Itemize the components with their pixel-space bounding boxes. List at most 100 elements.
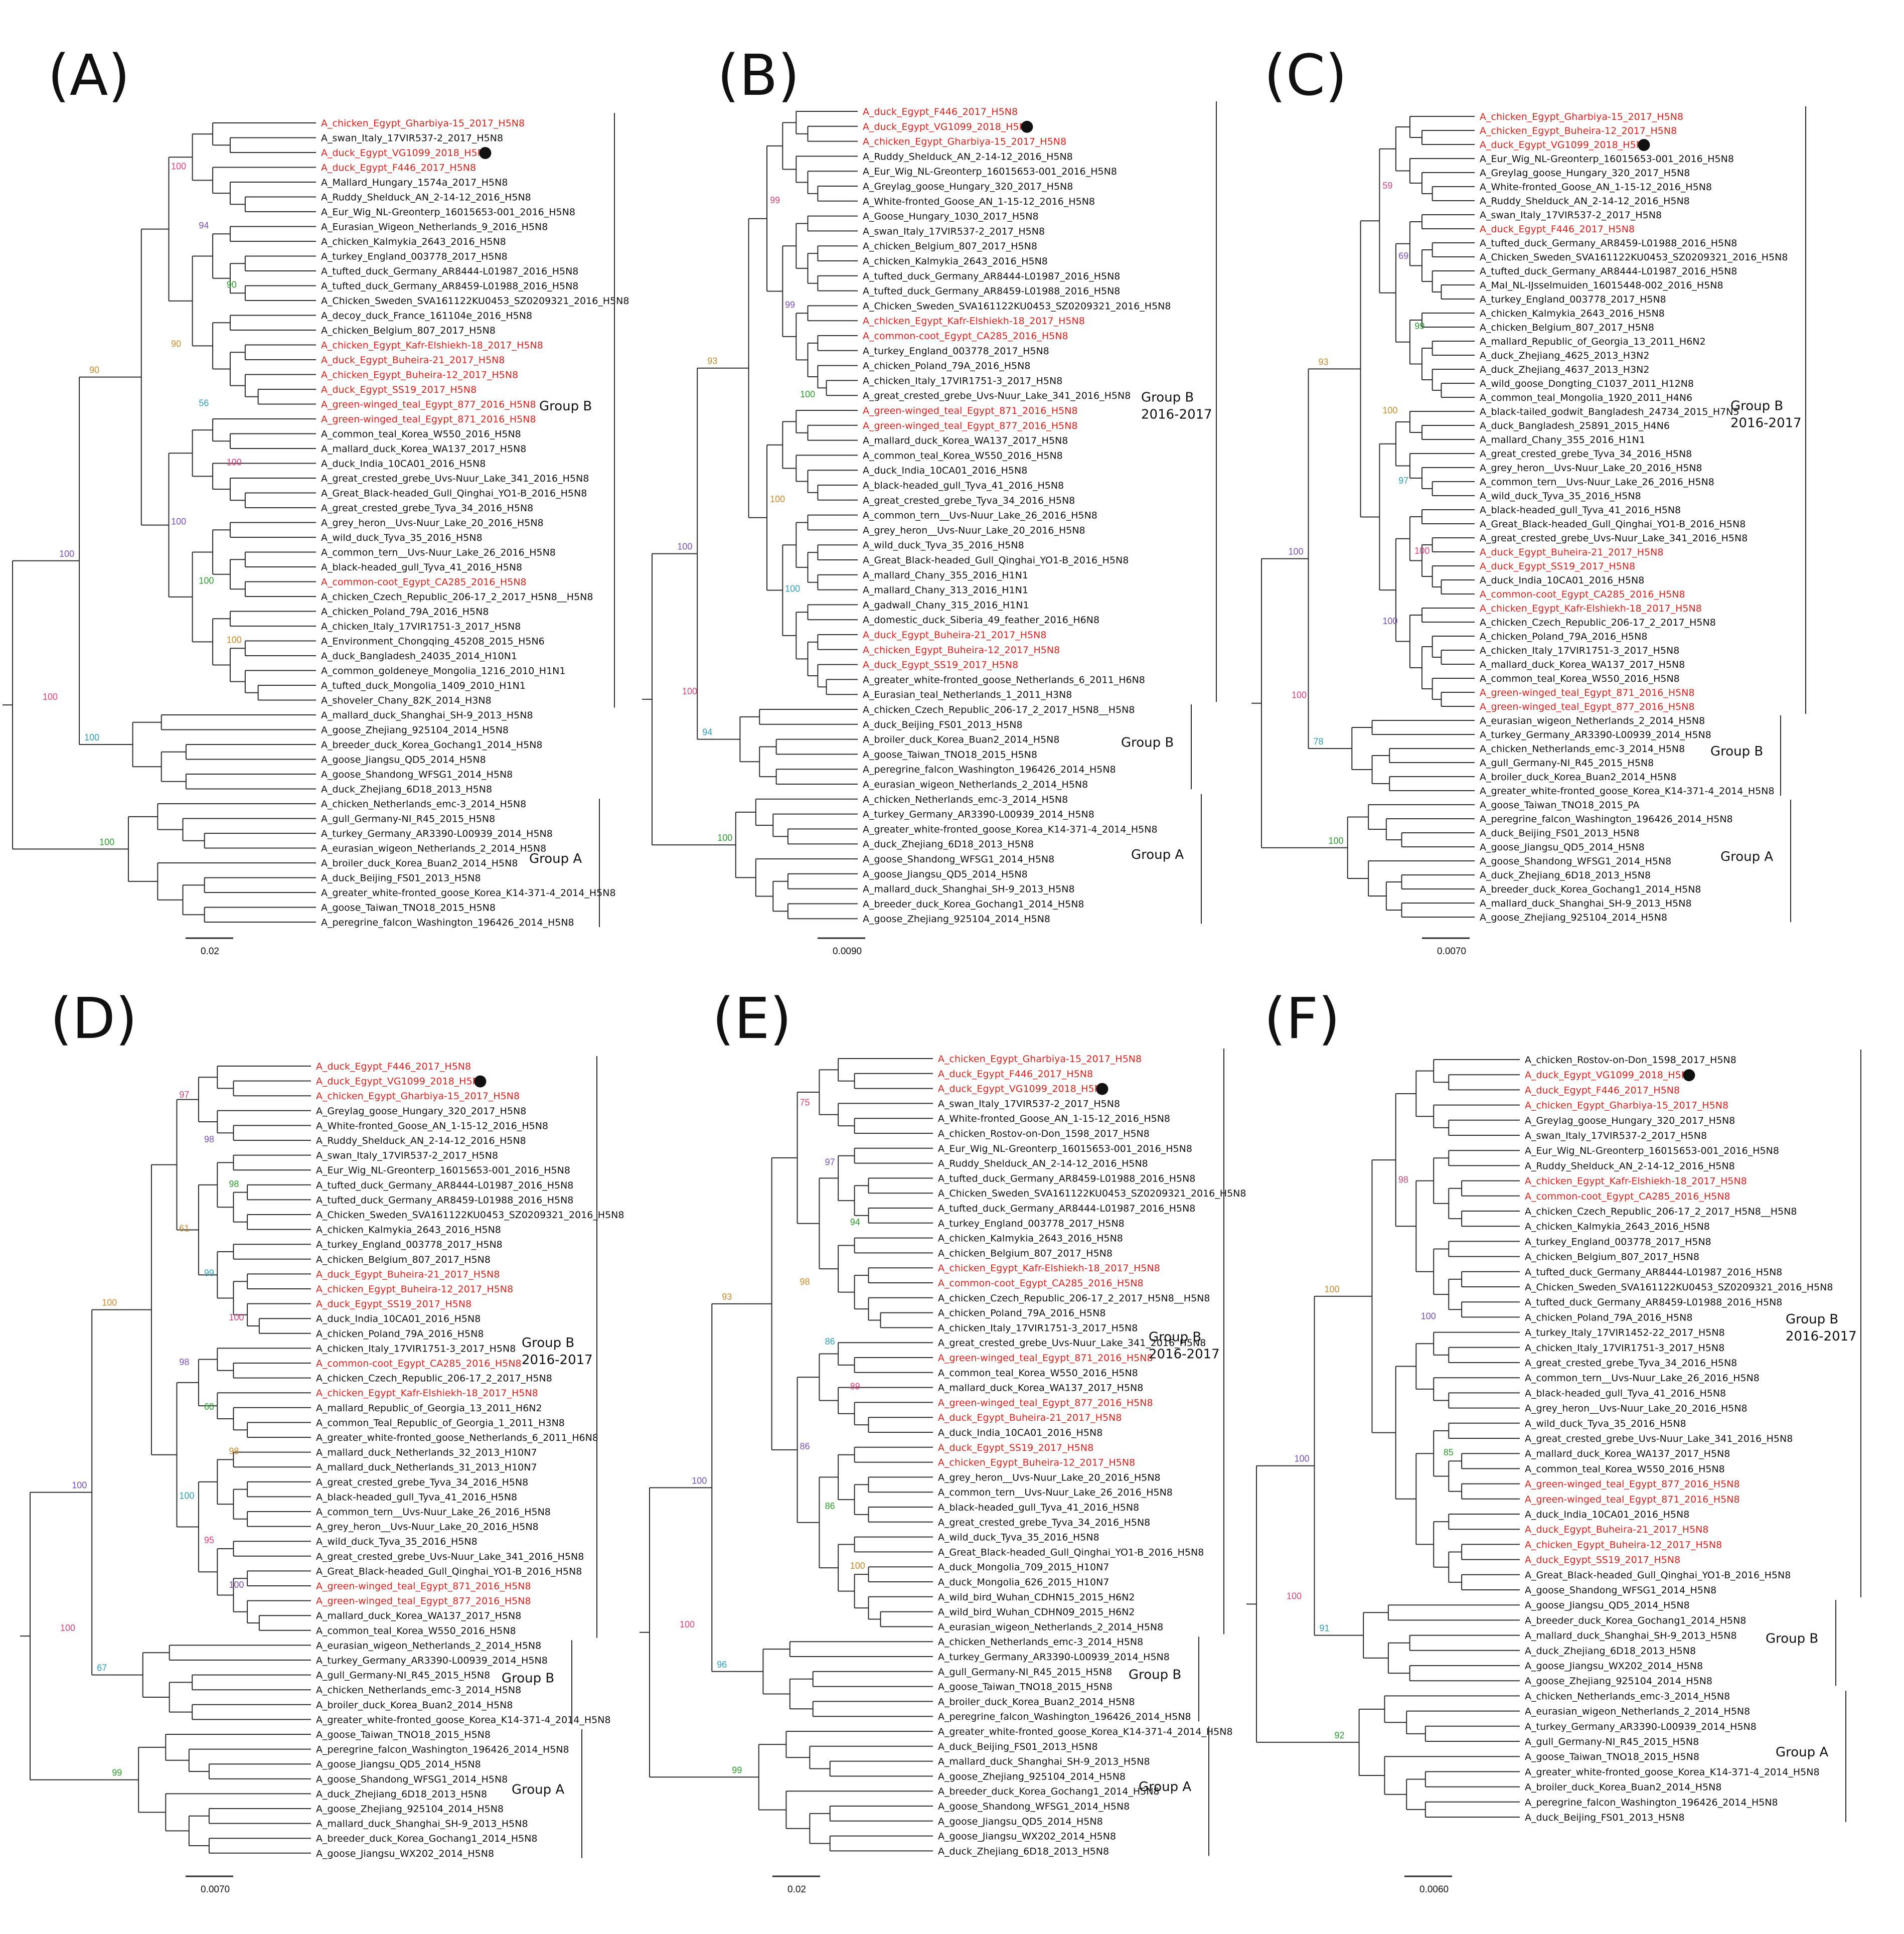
taxon-label: A_common_teal_Korea_W550_2016_H5N8 bbox=[1525, 1463, 1725, 1474]
taxon-label: A_breeder_duck_Korea_Gochang1_2014_H5N8 bbox=[1480, 884, 1701, 895]
taxon-label: A_Mal_NL-IJsselmuiden_16015448-002_2016_… bbox=[1480, 280, 1723, 291]
group-b-label: Group B bbox=[1710, 744, 1763, 759]
taxon-label: A_chicken_Egypt_Buheira-12_2017_H5N8 bbox=[1480, 125, 1677, 136]
taxon-label: A_duck_Bangladesh_25891_2015_H4N6 bbox=[1480, 420, 1670, 431]
taxon-label: A_mallard_duck_Shanghai_SH-9_2013_H5N8 bbox=[863, 884, 1075, 895]
taxon-label: A_duck_India_10CA01_2016_H5N8 bbox=[316, 1313, 481, 1324]
taxon-label: A_Eur_Wig_NL-Greonterp_16015653-001_2016… bbox=[938, 1143, 1192, 1154]
bootstrap-value: 99 bbox=[785, 300, 795, 310]
bootstrap-value: 92 bbox=[1335, 1730, 1345, 1740]
taxon-label: A_eurasian_wigeon_Netherlands_2_2014_H5N… bbox=[1525, 1706, 1750, 1717]
bootstrap-value: 89 bbox=[850, 1382, 860, 1392]
taxon-label: A_eurasian_wigeon_Netherlands_2_2014_H5N… bbox=[1480, 715, 1705, 726]
taxon-label: A_duck_Egypt_SS19_2017_H5N8 bbox=[863, 660, 1018, 671]
bootstrap-value: 99 bbox=[204, 1268, 214, 1278]
taxon-label: A_mallard_Chany_313_2016_H1N1 bbox=[863, 585, 1028, 596]
taxon-label: A_mallard_duck_Korea_WA137_2017_H5N8 bbox=[938, 1383, 1143, 1394]
taxon-label: A_broiler_duck_Korea_Buan2_2014_H5N8 bbox=[938, 1696, 1135, 1707]
taxon-label: A_tufted_duck_Germany_AR8444-L01987_2016… bbox=[1525, 1267, 1782, 1278]
taxon-label: A_great_crested_grebe_Uvs-Nuur_Lake_341_… bbox=[1525, 1433, 1793, 1444]
taxon-label: A_Ruddy_Shelduck_AN_2-14-12_2016_H5N8 bbox=[938, 1158, 1148, 1169]
taxon-label: A_peregrine_falcon_Washington_196426_201… bbox=[1525, 1797, 1778, 1808]
taxon-label: A_greater_white-fronted_goose_Netherland… bbox=[863, 674, 1145, 685]
taxon-label: A_chicken_Rostov-on-Don_1598_2017_H5N8 bbox=[938, 1128, 1150, 1139]
taxon-label: A_duck_Egypt_F446_2017_H5N8 bbox=[316, 1061, 471, 1072]
group-a-label: Group A bbox=[529, 851, 582, 866]
taxon-label: A_grey_heron__Uvs-Nuur_Lake_20_2016_H5N8 bbox=[863, 525, 1085, 536]
bootstrap-value: 100 bbox=[1325, 1284, 1340, 1294]
bootstrap-value: 86 bbox=[800, 1441, 810, 1451]
taxon-label: A_mallard_duck_Shanghai_SH-9_2013_H5N8 bbox=[321, 710, 533, 721]
taxon-label: A_common_teal_Korea_W550_2016_H5N8 bbox=[938, 1368, 1138, 1379]
bootstrap-value: 60 bbox=[204, 1402, 214, 1412]
taxon-label: A_great_crested_grebe_Tyva_34_2016_H5N8 bbox=[1525, 1358, 1737, 1369]
marker-dot-icon bbox=[479, 147, 492, 159]
bootstrap-value: 100 bbox=[1292, 690, 1307, 700]
taxon-label: A_green-winged_teal_Egypt_877_2016_H5N8 bbox=[1525, 1479, 1740, 1490]
taxon-label: A_gull_Germany-NI_R45_2015_H5N8 bbox=[1525, 1736, 1699, 1747]
taxon-label: A_Ruddy_Shelduck_AN_2-14-12_2016_H5N8 bbox=[321, 192, 531, 203]
group-a-label: Group A bbox=[1720, 849, 1773, 864]
taxon-label: A_chicken_Egypt_Kafr-Elshiekh-18_2017_H5… bbox=[1480, 603, 1702, 614]
taxon-label: A_green-winged_teal_Egypt_871_2016_H5N8 bbox=[1525, 1494, 1740, 1505]
taxon-label: A_chicken_Italy_17VIR1751-3_2017_H5N8 bbox=[863, 375, 1062, 386]
group-b-years-label: 2016-2017 bbox=[522, 1353, 593, 1368]
taxon-label: A_chicken_Egypt_Buheira-12_2017_H5N8 bbox=[321, 370, 518, 381]
taxon-label: A_broiler_duck_Korea_Buan2_2014_H5N8 bbox=[316, 1700, 513, 1711]
taxon-label: A_goose_Shandong_WFSG1_2014_H5N8 bbox=[316, 1774, 508, 1785]
taxon-label: A_goose_Jiangsu_QD5_2014_H5N8 bbox=[321, 755, 486, 766]
taxon-label: A_breeder_duck_Korea_Gochang1_2014_H5N8 bbox=[863, 899, 1084, 910]
taxon-label: A_gadwall_Chany_315_2016_H1N1 bbox=[863, 600, 1029, 611]
taxon-label: A_wild_bird_Wuhan_CDHN09_2015_H6N2 bbox=[938, 1607, 1135, 1618]
taxon-label: A_Great_Black-headed_Gull_Qinghai_YO1-B_… bbox=[938, 1547, 1204, 1558]
taxon-label: A_duck_Zhejiang_4637_2013_H3N2 bbox=[1480, 364, 1649, 375]
taxon-label: A_turkey_Germany_AR3390-L00939_2014_H5N8 bbox=[321, 828, 553, 839]
bootstrap-value: 56 bbox=[199, 398, 209, 408]
taxon-label: A_mallard_duck_Korea_WA137_2017_H5N8 bbox=[1525, 1448, 1730, 1459]
taxon-label: A_Chicken_Sweden_SVA161122KU0453_SZ02093… bbox=[938, 1188, 1246, 1199]
bootstrap-value: 98 bbox=[179, 1357, 189, 1367]
taxon-label: A_swan_Italy_17VIR537-2_2017_H5N8 bbox=[1480, 210, 1662, 221]
taxon-label: A_Great_Black-headed_Gull_Qinghai_YO1-B_… bbox=[863, 555, 1129, 566]
taxon-label: A_duck_Egypt_VG1099_2018_H5N2 bbox=[1480, 139, 1649, 151]
taxon-label: A_breeder_duck_Korea_Gochang1_2014_H5N8 bbox=[316, 1833, 538, 1844]
taxon-label: A_Chicken_Sweden_SVA161122KU0453_SZ02093… bbox=[863, 301, 1171, 312]
taxon-label: A_duck_Zhejiang_6D18_2013_H5N8 bbox=[1525, 1646, 1696, 1657]
taxon-label: A_wild_duck_Tyva_35_2016_H5N8 bbox=[938, 1532, 1099, 1543]
taxon-label: A_wild_duck_Tyva_35_2016_H5N8 bbox=[316, 1536, 478, 1547]
bootstrap-value: 100 bbox=[785, 584, 800, 594]
taxon-label: A_turkey_England_003778_2017_H5N8 bbox=[321, 251, 508, 262]
taxon-label: A_chicken_Italy_17VIR1751-3_2017_H5N8 bbox=[1480, 645, 1679, 656]
taxon-label: A_duck_Egypt_Buheira-21_2017_H5N8 bbox=[316, 1269, 500, 1280]
bootstrap-value: 94 bbox=[850, 1217, 860, 1227]
taxon-label: A_Eur_Wig_NL-Greonterp_16015653-001_2016… bbox=[1525, 1145, 1779, 1156]
scale-bar-label: 0.02 bbox=[787, 1884, 806, 1895]
bootstrap-value: 90 bbox=[227, 280, 237, 290]
taxon-label: A_duck_India_10CA01_2016_H5N8 bbox=[1525, 1509, 1689, 1520]
bootstrap-value: 100 bbox=[1414, 546, 1430, 556]
bootstrap-value: 97 bbox=[1398, 476, 1408, 486]
taxon-label: A_Ruddy_Shelduck_AN_2-14-12_2016_H5N8 bbox=[863, 151, 1073, 162]
taxon-label: A_chicken_Belgium_807_2017_H5N8 bbox=[316, 1254, 491, 1265]
taxon-label: A_common_teal_Korea_W550_2016_H5N8 bbox=[1480, 673, 1680, 684]
bootstrap-value: 98 bbox=[800, 1277, 810, 1287]
taxon-label: A_goose_Zhejiang_925104_2014_H5N8 bbox=[1480, 912, 1667, 923]
bootstrap-value: 100 bbox=[179, 1491, 194, 1501]
taxon-label: A_breeder_duck_Korea_Gochang1_2014_H5N8 bbox=[321, 739, 543, 751]
taxon-label: A_swan_Italy_17VIR537-2_2017_H5N8 bbox=[316, 1150, 498, 1161]
taxon-label: A_White-fronted_Goose_AN_1-15-12_2016_H5… bbox=[938, 1113, 1170, 1124]
taxon-label: A_green-winged_teal_Egypt_871_2016_H5N8 bbox=[938, 1353, 1153, 1364]
taxon-label: A_black-headed_gull_Tyva_41_2016_H5N8 bbox=[316, 1492, 517, 1503]
bootstrap-value: 100 bbox=[680, 1619, 695, 1629]
group-b-main-label: Group B bbox=[1149, 1330, 1201, 1345]
taxon-label: A_wild_goose_Dongting_C1037_2011_H12N8 bbox=[1480, 378, 1694, 389]
panel-a-letter: (A) bbox=[48, 43, 130, 108]
taxon-label: A_domestic_duck_Siberia_49_feather_2016_… bbox=[863, 615, 1099, 626]
bootstrap-value: 91 bbox=[1320, 1623, 1330, 1633]
taxon-label: A_duck_Egypt_VG1099_2018_H5N2 bbox=[938, 1084, 1107, 1095]
taxon-label: A_Eur_Wig_NL-Greonterp_16015653-001_2016… bbox=[863, 166, 1117, 177]
taxon-label: A_duck_Egypt_SS19_2017_H5N8 bbox=[321, 384, 477, 395]
bootstrap-value: 99 bbox=[112, 1768, 122, 1778]
panel-e-letter: (E) bbox=[712, 986, 792, 1052]
taxon-label: A_goose_Jiangsu_WX202_2014_H5N8 bbox=[1525, 1661, 1703, 1672]
